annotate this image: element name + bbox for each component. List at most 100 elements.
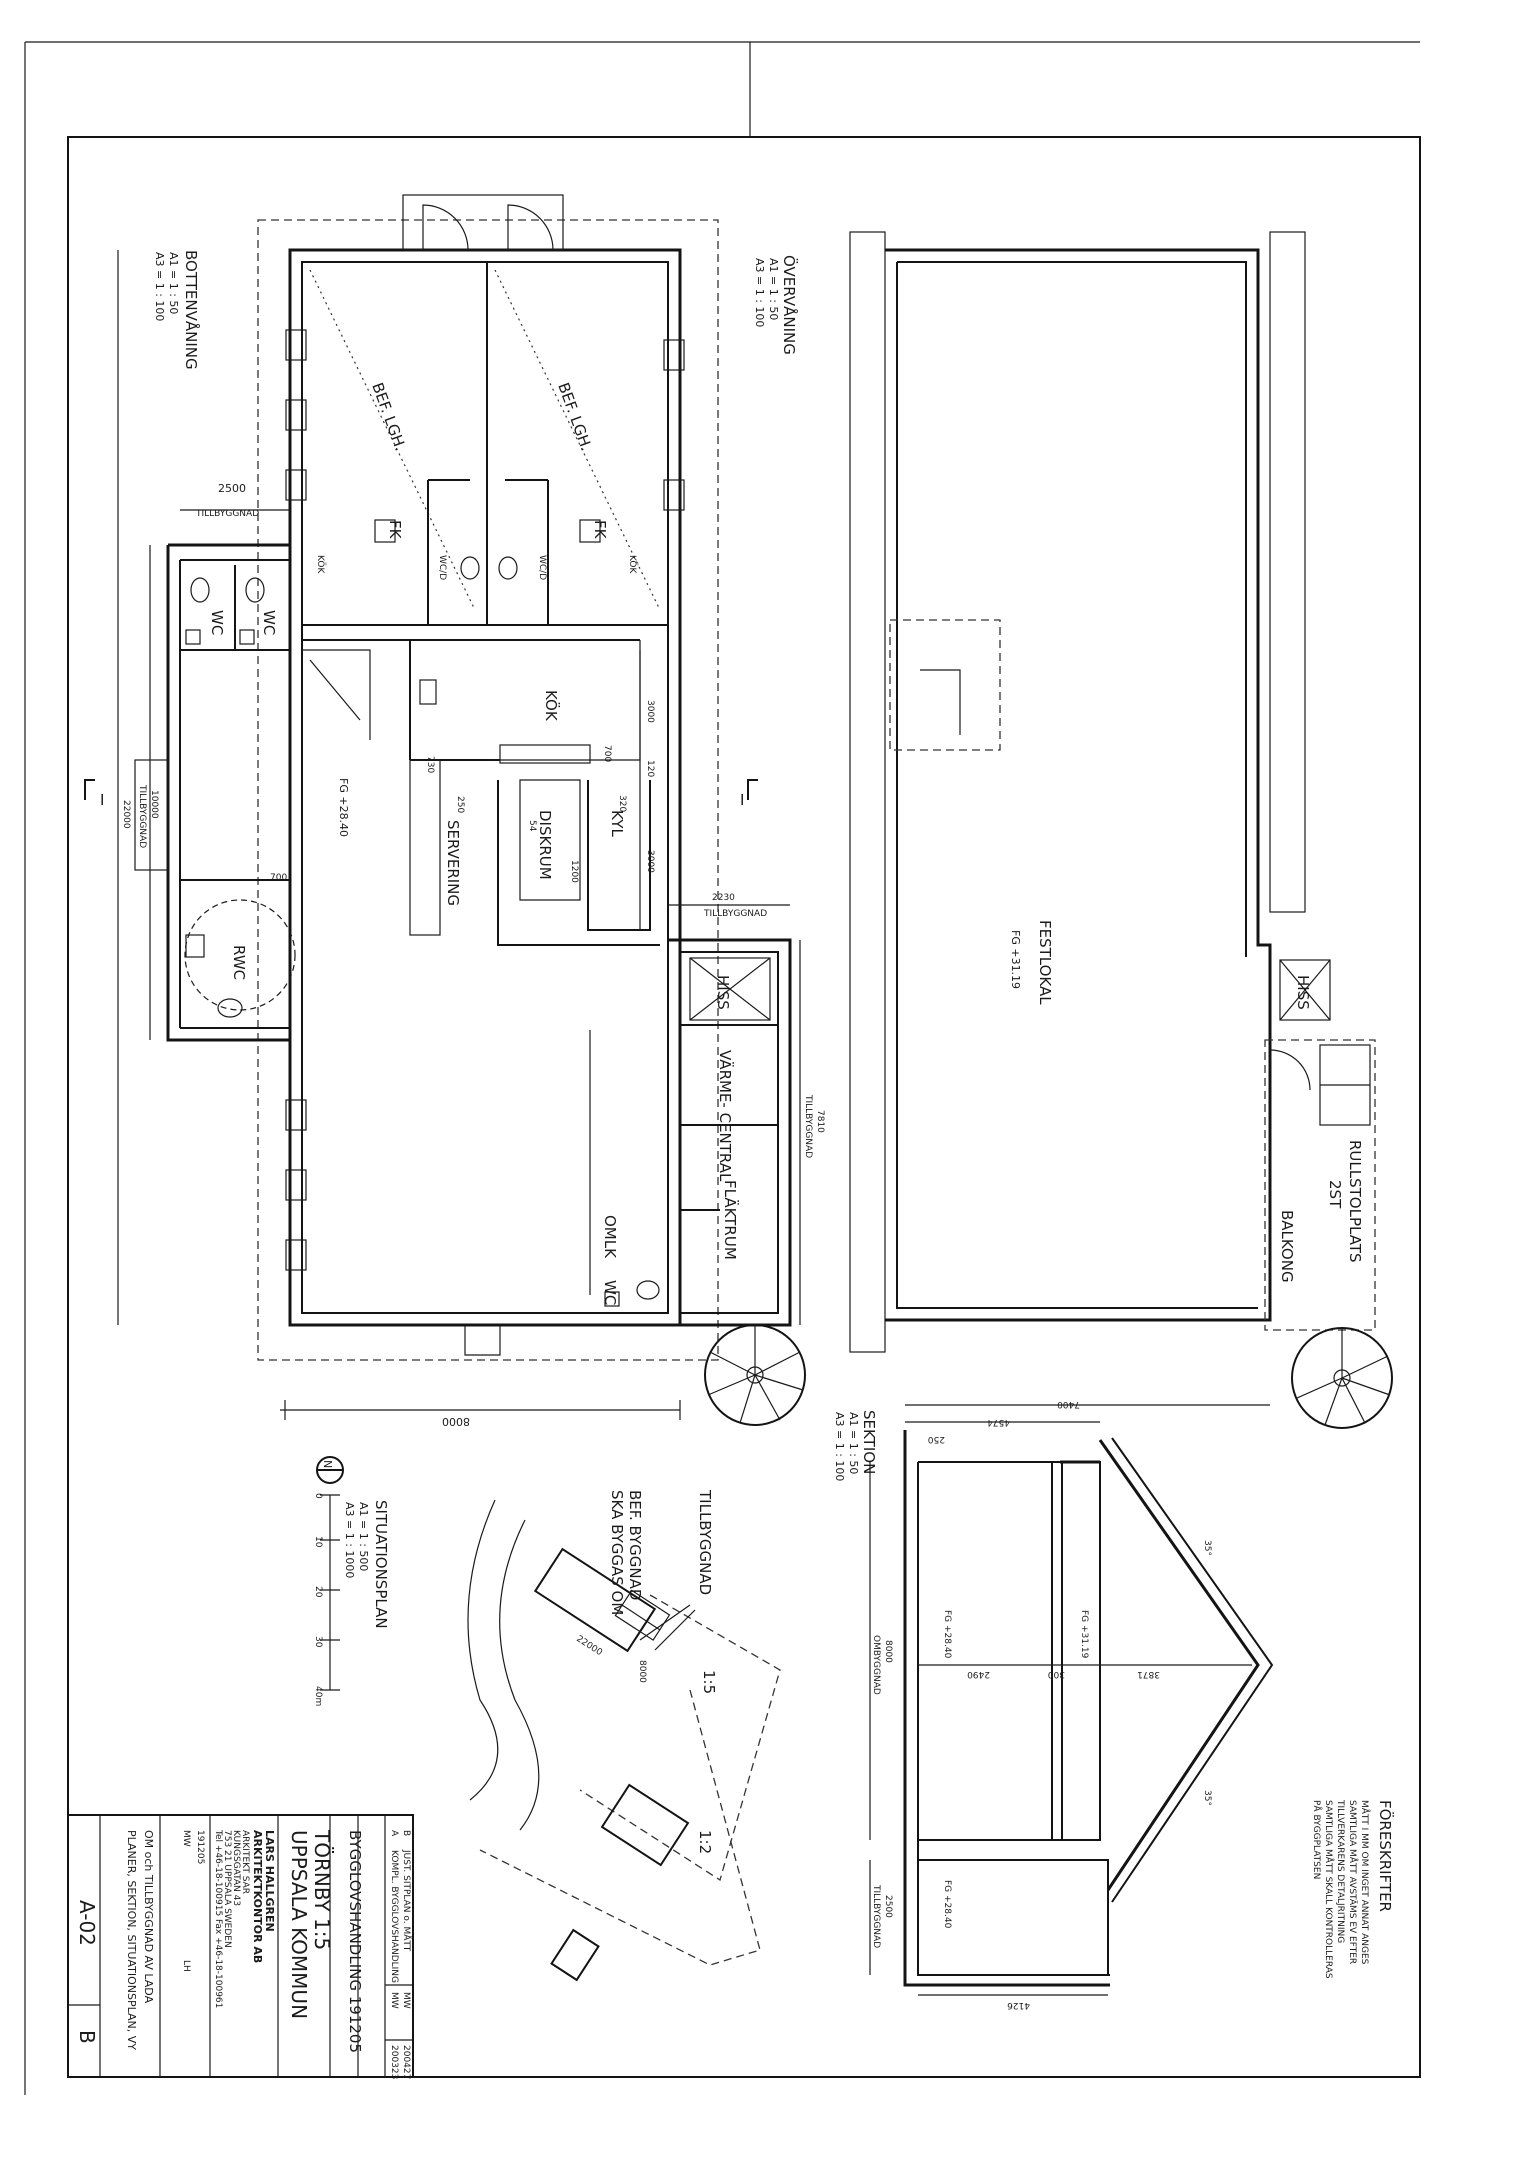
room-varmecentral: VÄRME- CENTRAL (716, 1050, 735, 1182)
toilet-icon (498, 556, 518, 580)
upper-floor-scale-a1: A1 = 1 : 50 (767, 258, 780, 320)
dim-1200: 1200 (569, 860, 579, 883)
leader-line (639, 1604, 691, 1641)
roof-profile-outer (1111, 1437, 1274, 1903)
elevator-x (1279, 959, 1331, 1021)
section-floor (918, 1461, 1101, 1841)
rev-b-text: JUST. SITPLAN o. MÅTT (401, 1849, 413, 1952)
stair (309, 659, 361, 721)
dim-730: 730 (425, 756, 435, 773)
rev-b-sign: MW (401, 1992, 411, 2009)
upper-hall-name: FESTLOKAL (1036, 920, 1054, 1005)
road-line (467, 1499, 499, 1801)
room-wc-3: WC (601, 1280, 619, 1305)
rev-b-mark: B (401, 1830, 411, 1836)
window (663, 479, 685, 511)
firm-line-4: KUNGSGATAN 43 (231, 1830, 241, 1906)
room-servering: SERVERING (444, 820, 462, 906)
window (285, 469, 307, 501)
window (285, 329, 307, 361)
dim-700b: 700 (270, 873, 287, 883)
door-swing (422, 204, 469, 251)
counter (409, 759, 441, 936)
fridge-box (374, 519, 396, 543)
section-marker (84, 779, 95, 800)
turning-circle (184, 899, 296, 1011)
upper-rullstolplats: RULLSTOLPLATS (1346, 1140, 1364, 1263)
site-plan-scale-a1: A1 = 1 : 500 (357, 1502, 370, 1571)
sink-icon (419, 679, 437, 705)
room-omlk: OMLK (601, 1215, 619, 1259)
title-block (67, 1814, 414, 2078)
window (285, 1239, 307, 1271)
section-dim-7400: 7400 (1057, 1399, 1080, 1409)
dim-8000: 8000 (442, 1415, 470, 1428)
site-label-bef-1: BEF. BYGGNAD (626, 1490, 644, 1600)
toilet-icon (190, 577, 210, 603)
site-plan (316, 1456, 781, 1982)
property-boundary (479, 1689, 761, 1966)
dim-3000a: 3000 (645, 700, 655, 723)
project-municipality: UPPSALA KOMMUN (287, 1830, 311, 2019)
room-fk-2: FK (591, 520, 609, 540)
status-text: BYGGLOVSHANDLING 191205 (346, 1830, 364, 2053)
dim-tillbyggnad-2: TILLBYGGNAD (703, 909, 767, 919)
scale-tick-20: 20 (313, 1586, 323, 1598)
small-shed (550, 1928, 600, 1982)
dim-320: 320 (617, 795, 627, 812)
elevator-shaft (689, 957, 771, 1021)
section-dim-4574: 4574 (987, 1417, 1010, 1427)
notes-heading: FÖRESKRIFTER (1376, 1800, 1395, 1912)
dim-700a: 700 (602, 745, 612, 762)
hatch-line (621, 1604, 661, 1631)
section-scale-a3: A3 = 1 : 100 (833, 1412, 846, 1481)
stair (302, 649, 371, 740)
dim-tillbyggnad-4: TILLBYGGNAD (803, 1094, 813, 1158)
dim-120: 120 (645, 760, 655, 777)
toilet-icon (636, 1280, 660, 1300)
dim-2230: 2230 (712, 893, 735, 903)
notes-line-3: TILLVERKARENS DETALJRITNING (1335, 1799, 1345, 1943)
entry-porch (402, 194, 564, 251)
notes-line-4: SAMTLIGA MÅTT SKALL KONTROLLERAS (1323, 1800, 1335, 1979)
site-lot-b: 1:2 (696, 1830, 714, 1854)
leader-line (654, 1609, 696, 1651)
upper-hiss: HISS (1294, 975, 1312, 1010)
section-mark-right: I (740, 791, 744, 809)
site-dim-8000: 8000 (637, 1660, 647, 1683)
dim-tillbyggnad-3: TILLBYGGNAD (137, 784, 147, 848)
extension-hatch (614, 1589, 671, 1641)
dim-54: 54 (527, 820, 537, 832)
toilet-icon (460, 556, 480, 580)
revision-letter: B (75, 2030, 99, 2044)
extension-left-wall (166, 543, 290, 1042)
neighbor-building (600, 1783, 690, 1867)
sheet-number: A-02 (75, 1900, 99, 1946)
window (285, 399, 307, 431)
section-tillbyggnad: TILLBYGGNAD (871, 1884, 881, 1948)
section-dim-3871: 3871 (1137, 1669, 1160, 1679)
bottom-door (464, 1325, 501, 1356)
upper-floor-scale-a3: A3 = 1 : 100 (753, 258, 766, 327)
ground-floor-plan (84, 194, 806, 1426)
drawn-by: MW (181, 1830, 191, 1847)
scale-tick-10: 10 (313, 1536, 323, 1548)
diskrum-wall (497, 780, 660, 946)
notes-line-1: MÅTT I MM OM INGET ANNAT ANGES (1359, 1800, 1371, 1965)
upper-floor-outer-wall (885, 248, 1272, 1322)
sink-icon (239, 629, 255, 645)
scale-tick-40m: 40m (313, 1686, 323, 1706)
firm-line-5: 753 21 UPPSALA SWEDEN (222, 1830, 232, 1948)
section-drawing (869, 1404, 1274, 1996)
room-rwc: RWC (230, 945, 248, 980)
stair-arrow (920, 669, 961, 735)
room-wc-d-2: WC/D (537, 555, 547, 580)
firm-subtitle: ARKITEKTKONTOR AB (251, 1830, 264, 1963)
section-angle-a: 35° (1202, 1540, 1212, 1556)
ground-floor-scale-a3: A3 = 1 : 100 (153, 252, 166, 321)
roof-right-edge (1269, 231, 1306, 913)
section-dim-8000: 8000 (883, 1640, 893, 1663)
window (663, 339, 685, 371)
